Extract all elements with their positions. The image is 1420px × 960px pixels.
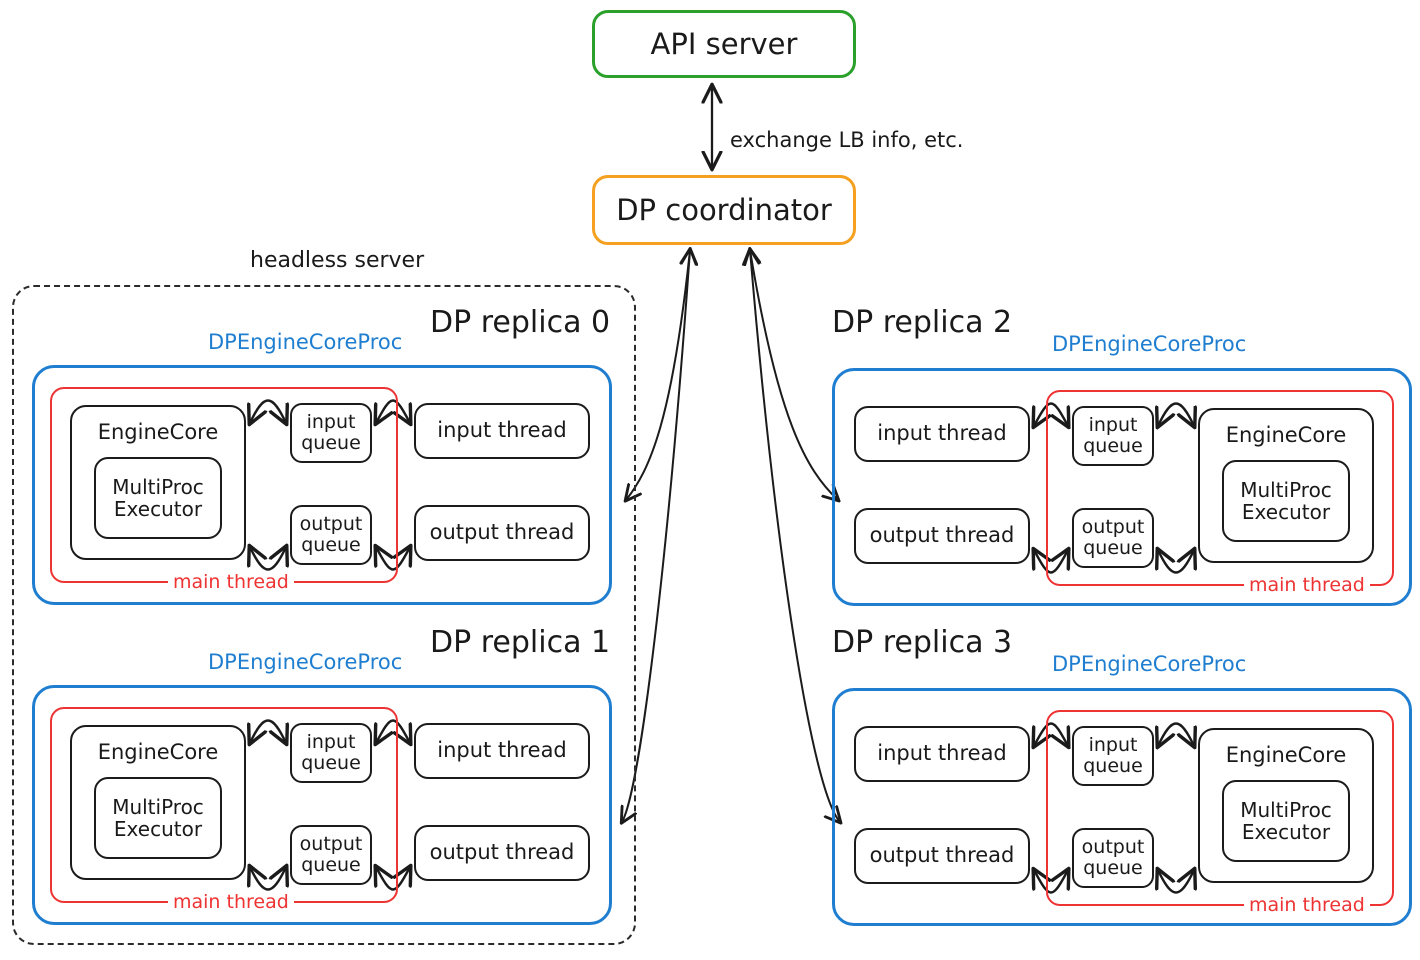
engine-core-label: EngineCore bbox=[1225, 423, 1347, 447]
replica-title-2: DP replica 2 bbox=[832, 305, 1013, 340]
output-queue-label: output queue bbox=[299, 512, 363, 556]
input-queue-label: input queue bbox=[301, 410, 361, 454]
engine-core-label: EngineCore bbox=[1225, 743, 1347, 767]
node-output-thread-0[interactable]: output thread bbox=[414, 505, 590, 561]
process-label-2: DPEngineCoreProc bbox=[1052, 332, 1247, 356]
node-api-server[interactable]: API server bbox=[592, 10, 856, 78]
node-output-thread-2[interactable]: output thread bbox=[854, 508, 1030, 564]
node-input-queue-0[interactable]: input queue bbox=[290, 403, 372, 463]
node-multiproc-executor-3[interactable]: MultiProc Executor bbox=[1222, 780, 1350, 862]
input-thread-label: input thread bbox=[877, 421, 1007, 446]
node-output-queue-1[interactable]: output queue bbox=[290, 825, 372, 885]
replica-title-3: DP replica 3 bbox=[832, 625, 1013, 660]
node-input-queue-2[interactable]: input queue bbox=[1072, 406, 1154, 466]
dp-coordinator-label: DP coordinator bbox=[616, 192, 832, 227]
node-input-thread-1[interactable]: input thread bbox=[414, 723, 590, 779]
node-input-queue-1[interactable]: input queue bbox=[290, 723, 372, 783]
node-input-thread-2[interactable]: input thread bbox=[854, 406, 1030, 462]
process-box-3[interactable] bbox=[832, 688, 1412, 926]
input-queue-label: input queue bbox=[1083, 413, 1143, 457]
output-thread-label: output thread bbox=[429, 840, 575, 865]
node-input-thread-0[interactable]: input thread bbox=[414, 403, 590, 459]
replica-title-1: DP replica 1 bbox=[430, 625, 611, 660]
main-thread-label-1: main thread bbox=[168, 893, 294, 912]
engine-core-label: EngineCore bbox=[97, 740, 219, 764]
process-box-2[interactable] bbox=[832, 368, 1412, 606]
output-thread-label: output thread bbox=[869, 523, 1015, 548]
edge-label-exchange-lb-info: exchange LB info, etc. bbox=[730, 128, 964, 152]
multiproc-executor-label: MultiProc Executor bbox=[1240, 477, 1332, 524]
process-box-1[interactable] bbox=[32, 685, 612, 925]
node-input-thread-3[interactable]: input thread bbox=[854, 726, 1030, 782]
output-thread-label: output thread bbox=[429, 520, 575, 545]
engine-core-label: EngineCore bbox=[97, 420, 219, 444]
output-queue-label: output queue bbox=[299, 832, 363, 876]
region-headless-server bbox=[12, 285, 636, 945]
node-multiproc-executor-2[interactable]: MultiProc Executor bbox=[1222, 460, 1350, 542]
node-output-thread-3[interactable]: output thread bbox=[854, 828, 1030, 884]
node-dp-coordinator[interactable]: DP coordinator bbox=[592, 175, 856, 245]
node-output-thread-1[interactable]: output thread bbox=[414, 825, 590, 881]
node-multiproc-executor-1[interactable]: MultiProc Executor bbox=[94, 777, 222, 859]
process-box-0[interactable] bbox=[32, 365, 612, 605]
node-multiproc-executor-0[interactable]: MultiProc Executor bbox=[94, 457, 222, 539]
process-label-1: DPEngineCoreProc bbox=[208, 650, 403, 674]
main-thread-label-2: main thread bbox=[1244, 576, 1370, 595]
node-output-queue-3[interactable]: output queue bbox=[1072, 828, 1154, 888]
node-output-queue-0[interactable]: output queue bbox=[290, 505, 372, 565]
input-queue-label: input queue bbox=[1083, 733, 1143, 777]
node-input-queue-3[interactable]: input queue bbox=[1072, 726, 1154, 786]
process-label-3: DPEngineCoreProc bbox=[1052, 652, 1247, 676]
input-thread-label: input thread bbox=[877, 741, 1007, 766]
output-queue-label: output queue bbox=[1081, 835, 1145, 879]
process-label-0: DPEngineCoreProc bbox=[208, 330, 403, 354]
multiproc-executor-label: MultiProc Executor bbox=[112, 794, 204, 841]
main-thread-box-2 bbox=[1046, 390, 1394, 586]
headless-server-label: headless server bbox=[250, 248, 425, 273]
input-thread-label: input thread bbox=[437, 738, 567, 763]
replica-title-0: DP replica 0 bbox=[430, 305, 611, 340]
node-output-queue-2[interactable]: output queue bbox=[1072, 508, 1154, 568]
multiproc-executor-label: MultiProc Executor bbox=[112, 474, 204, 521]
api-server-label: API server bbox=[650, 26, 798, 61]
main-thread-box-3 bbox=[1046, 710, 1394, 906]
main-thread-label-3: main thread bbox=[1244, 896, 1370, 915]
output-queue-label: output queue bbox=[1081, 515, 1145, 559]
main-thread-label-0: main thread bbox=[168, 573, 294, 592]
output-thread-label: output thread bbox=[869, 843, 1015, 868]
input-queue-label: input queue bbox=[301, 730, 361, 774]
input-thread-label: input thread bbox=[437, 418, 567, 443]
multiproc-executor-label: MultiProc Executor bbox=[1240, 797, 1332, 844]
coordinator-replica-links bbox=[622, 250, 840, 822]
